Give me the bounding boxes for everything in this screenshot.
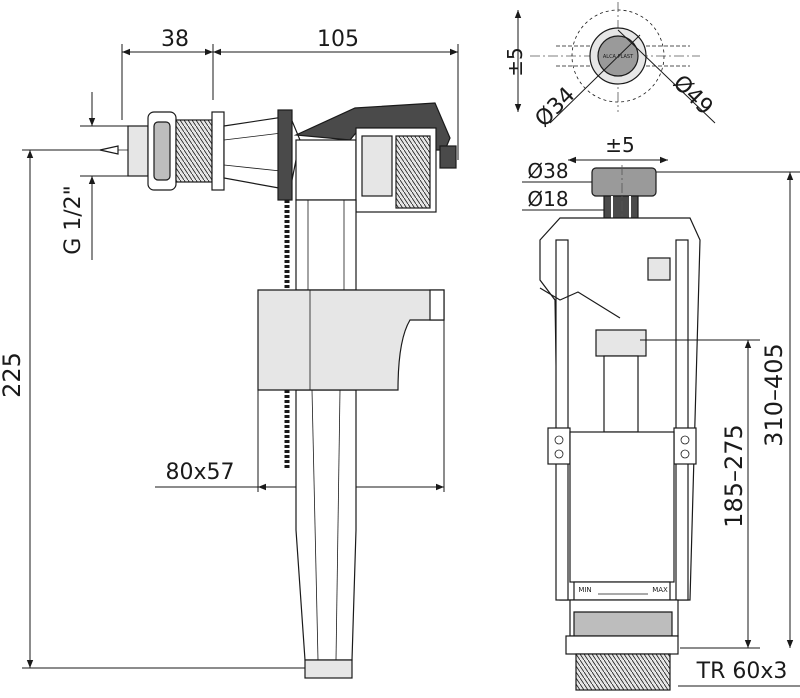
inlet-thread (99, 111, 225, 191)
dim-base-thread-label: TR 60x3 (696, 659, 788, 684)
brand-text: ALCA PLAST (603, 54, 634, 60)
scale-min-label: MIN (578, 586, 591, 594)
dim-height: 225 (0, 149, 305, 669)
dim-225-label: 225 (0, 352, 26, 398)
dim-float-label: 80x57 (165, 460, 234, 485)
scale-max-label: MAX (652, 586, 668, 594)
dim-range-outer: 310–405 (656, 171, 800, 648)
push-button (591, 167, 657, 219)
dim-thread-label: G 1/2" (61, 185, 86, 255)
dim-tolerance-mid-label: ±5 (605, 133, 634, 157)
dim-range-outer-label: 310–405 (760, 343, 788, 447)
dim-105-label: 105 (317, 27, 359, 52)
dim-top-width: 38 105 (121, 27, 459, 160)
dim-diameter-34-label: Ø34 (531, 83, 581, 133)
valve-body-tube (295, 199, 357, 679)
dim-base-thread: TR 60x3 (678, 659, 800, 687)
dim-tolerance-mid: ±5 (568, 133, 668, 164)
dim-38-label: 38 (161, 27, 189, 52)
dim-thread: G 1/2" (61, 92, 128, 260)
dim-38-label-right: Ø38 (527, 159, 568, 183)
valve-head (293, 102, 457, 213)
valve-arm (223, 109, 301, 201)
dim-18-label: Ø18 (527, 187, 568, 211)
valve-base (565, 599, 679, 691)
button-top-view: ALCA PLAST (530, 2, 716, 124)
flush-valve-drawing: ALCA PLAST ±5 Ø34 Ø49 ±5 Ø38 Ø18 (503, 2, 800, 691)
dim-tolerance-top-label: ±5 (503, 47, 527, 76)
float-box (257, 289, 445, 391)
dim-float: 80x57 (155, 320, 445, 492)
dim-tolerance-top: ±5 (503, 10, 527, 112)
float-cylinder (569, 329, 675, 583)
dim-button-diameters: Ø38 Ø18 (522, 159, 606, 211)
level-scale: MIN MAX (573, 581, 671, 601)
fill-valve-drawing: 38 105 G 1/2" 225 80x57 (0, 27, 459, 679)
dim-diameter-49-label: Ø49 (668, 71, 718, 121)
dim-range-inner-label: 185–275 (720, 424, 748, 528)
dim-range-inner: 185–275 (640, 339, 760, 649)
